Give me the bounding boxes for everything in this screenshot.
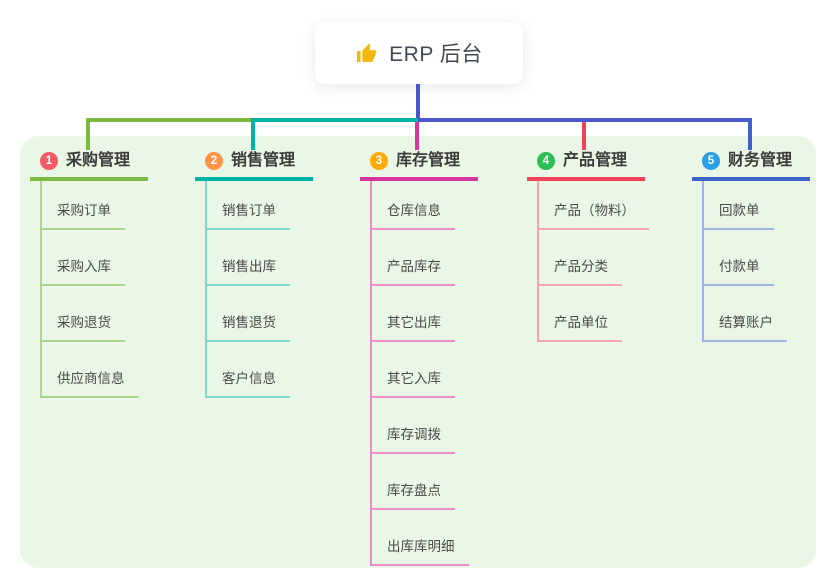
mindmap-leaf-node[interactable]: 产品分类 <box>539 230 622 286</box>
mindmap-leaf-node[interactable]: 销售退货 <box>207 286 290 342</box>
branch-column: 5 财务管理 回款单付款单结算账户 <box>692 150 810 342</box>
branch-column: 2 销售管理 销售订单销售出库销售退货客户信息 <box>195 150 313 398</box>
connector-branch-drop <box>415 122 419 150</box>
branch-number-badge: 1 <box>40 152 58 170</box>
branch-label: 产品管理 <box>563 152 628 169</box>
mindmap-leaf-node[interactable]: 出库库明细 <box>372 510 469 566</box>
branch-column: 3 库存管理 仓库信息产品库存其它出库其它入库库存调拨库存盘点出库库明细 <box>360 150 478 566</box>
connector-bus-left <box>86 118 255 122</box>
mindmap-leaf-node[interactable]: 结算账户 <box>704 286 787 342</box>
mindmap-leaf-node[interactable]: 回款单 <box>704 181 774 230</box>
root-node[interactable]: ERP 后台 <box>315 22 523 84</box>
mindmap-leaf-node[interactable]: 产品库存 <box>372 230 455 286</box>
branch-node[interactable]: 1 采购管理 <box>30 150 148 181</box>
mindmap-leaf-node[interactable]: 采购退货 <box>42 286 125 342</box>
branch-node[interactable]: 4 产品管理 <box>527 150 645 181</box>
branch-items: 仓库信息产品库存其它出库其它入库库存调拨库存盘点出库库明细 <box>370 181 478 566</box>
mindmap-leaf-node[interactable]: 采购订单 <box>42 181 125 230</box>
connector-bus-right <box>418 118 752 122</box>
branch-number-badge: 2 <box>205 152 223 170</box>
mindmap-leaf-node[interactable]: 库存盘点 <box>372 454 455 510</box>
branch-label: 采购管理 <box>66 152 131 169</box>
branch-node[interactable]: 3 库存管理 <box>360 150 478 181</box>
branch-number-badge: 4 <box>537 152 555 170</box>
mindmap-leaf-node[interactable]: 产品（物料） <box>539 181 649 230</box>
branch-column: 1 采购管理 采购订单采购入库采购退货供应商信息 <box>30 150 148 398</box>
branch-items: 销售订单销售出库销售退货客户信息 <box>205 181 313 398</box>
mindmap-leaf-node[interactable]: 其它入库 <box>372 342 455 398</box>
connector-branch-drop <box>748 118 752 150</box>
root-title: ERP 后台 <box>389 43 483 66</box>
thumbs-up-icon <box>357 43 377 62</box>
connector-branch-drop <box>582 122 586 150</box>
branch-items: 产品（物料）产品分类产品单位 <box>537 181 649 342</box>
connector-branch-drop <box>251 118 255 150</box>
mindmap-leaf-node[interactable]: 销售出库 <box>207 230 290 286</box>
branch-label: 销售管理 <box>231 152 296 169</box>
branch-column: 4 产品管理 产品（物料）产品分类产品单位 <box>527 150 649 342</box>
branch-node[interactable]: 2 销售管理 <box>195 150 313 181</box>
branch-number-badge: 5 <box>702 152 720 170</box>
mindmap-leaf-node[interactable]: 销售订单 <box>207 181 290 230</box>
branch-number-badge: 3 <box>370 152 388 170</box>
branch-items: 采购订单采购入库采购退货供应商信息 <box>40 181 148 398</box>
connector-root-drop <box>416 84 420 119</box>
branch-node[interactable]: 5 财务管理 <box>692 150 810 181</box>
mindmap-leaf-node[interactable]: 库存调拨 <box>372 398 455 454</box>
branch-items: 回款单付款单结算账户 <box>702 181 810 342</box>
mindmap-leaf-node[interactable]: 付款单 <box>704 230 774 286</box>
branch-label: 库存管理 <box>396 152 461 169</box>
connector-bus-middle <box>251 118 418 122</box>
branches-background-panel <box>20 136 816 568</box>
mindmap-leaf-node[interactable]: 客户信息 <box>207 342 290 398</box>
mindmap-leaf-node[interactable]: 产品单位 <box>539 286 622 342</box>
mindmap-leaf-node[interactable]: 供应商信息 <box>42 342 139 398</box>
connector-branch-drop <box>86 118 90 150</box>
mindmap-leaf-node[interactable]: 其它出库 <box>372 286 455 342</box>
mindmap-leaf-node[interactable]: 仓库信息 <box>372 181 455 230</box>
mindmap-leaf-node[interactable]: 采购入库 <box>42 230 125 286</box>
branch-label: 财务管理 <box>728 152 793 169</box>
